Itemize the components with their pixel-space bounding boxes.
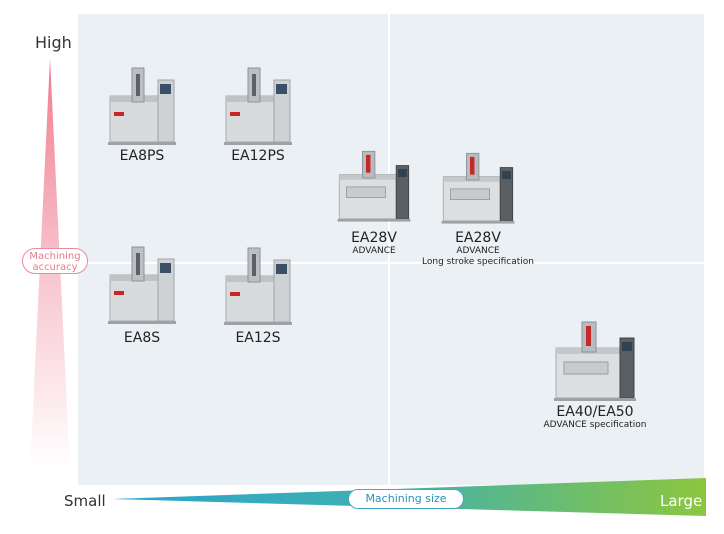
product-ea8s[interactable]: EA8S <box>104 238 180 346</box>
product-name: EA12S <box>235 330 281 346</box>
product-name: EA28V <box>455 230 501 246</box>
ea28v-machine-image <box>337 150 411 223</box>
product-ea12s[interactable]: EA12S <box>220 240 296 346</box>
product-ea28v[interactable]: EA28V ADVANCE <box>332 142 416 257</box>
axis-large-label: Large <box>660 492 703 510</box>
product-name: EA8PS <box>119 148 165 164</box>
vertical-divider <box>388 14 390 485</box>
product-ea40-ea50[interactable]: EA40/EA50 ADVANCE specification <box>536 318 654 431</box>
chart-panel <box>78 14 704 485</box>
axis-small-label: Small <box>64 492 106 510</box>
product-ea8ps[interactable]: EA8PS <box>104 62 180 164</box>
ea8s-machine-image <box>107 246 177 325</box>
ea28v-long-machine-image <box>441 152 515 225</box>
product-name: EA8S <box>123 330 161 346</box>
product-subtitle: ADVANCE specification <box>543 420 647 430</box>
ea12s-machine-image <box>223 247 293 326</box>
product-subtitle: ADVANCE <box>352 246 396 256</box>
ea12ps-machine-image <box>223 67 293 146</box>
product-ea28v-long-stroke[interactable]: EA28V ADVANCE Long stroke specification <box>418 146 538 268</box>
product-name: EA28V <box>351 230 397 246</box>
ea8ps-machine-image <box>107 67 177 146</box>
machining-size-label: Machining size <box>348 489 464 509</box>
ea40-ea50-machine-image <box>553 321 637 402</box>
axis-high-label: High <box>35 33 72 52</box>
product-subtitle-2: Long stroke specification <box>422 257 534 267</box>
machining-accuracy-label: Machining accuracy <box>22 248 88 274</box>
product-ea12ps[interactable]: EA12PS <box>220 62 296 164</box>
product-name: EA40/EA50 <box>556 404 634 420</box>
product-subtitle: ADVANCE <box>456 246 500 256</box>
product-name: EA12PS <box>231 148 285 164</box>
horizontal-divider <box>78 262 704 264</box>
